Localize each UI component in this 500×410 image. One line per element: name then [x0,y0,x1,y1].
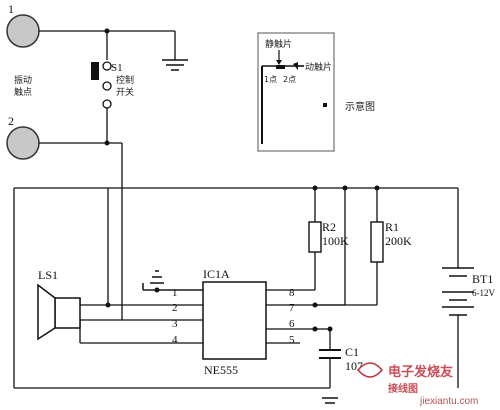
c1-ref: C1 [345,345,359,359]
ic-pin-4: 4 [172,334,178,346]
watermark-text2: 接线图 [388,382,418,395]
inset-point1-label: 1点 [264,75,277,84]
contact-text-line2: 触点 [14,86,32,98]
inset-point2-label: 2点 [283,75,296,84]
ic-pin-5: 5 [289,334,295,346]
inset-moving-label: 动触片 [305,61,332,73]
resistor-r2 [308,221,322,253]
inset-static-label: 静触片 [265,38,292,50]
battery-icon [442,267,474,316]
inset-schematic [257,32,335,152]
contact-pad-2 [6,126,40,160]
junction-dots [104,28,380,332]
contact-text-line1: 振动 [14,74,32,86]
contact-pad-1 [6,14,40,48]
switch-text-line1: 控制 [116,74,134,86]
resistor-r1 [370,221,384,263]
capacitor-icon [319,349,341,359]
pad-1-label: 1 [8,2,14,16]
r1-value: 200K [385,234,412,248]
watermark-url: jiexiantu.com [419,396,478,407]
ic-pin-8: 8 [289,287,295,299]
bt1-value: 6-12V [472,288,495,298]
bt1-ref: BT1 [472,272,493,286]
ic-part: NE555 [204,363,238,377]
ic-pin-1: 1 [172,287,178,299]
r1-ref: R1 [385,220,399,234]
ic-pin-3: 3 [172,318,178,330]
speaker-ref: LS1 [38,268,58,282]
ground-icon-cap [322,397,338,404]
ground-icon [162,59,188,71]
c1-value: 107 [345,359,363,373]
watermark-logo [357,362,383,378]
ic-ref: IC1A [203,267,230,281]
speaker-icon [37,283,81,341]
ic-pin-2: 2 [172,302,178,314]
ic-pin-6: 6 [289,318,295,330]
inset-caption: 示意图 [345,100,375,113]
r2-value: 100K [322,234,349,248]
switch-icon [91,61,112,109]
wires [13,30,459,389]
ic-pin-7: 7 [289,302,295,314]
watermark-text: 电子发烧友 [388,364,453,380]
ground-icon-ic [142,270,164,290]
pad-2-label: 2 [8,114,14,128]
switch-ref: S1 [111,62,123,74]
r2-ref: R2 [322,220,336,234]
ic-body [202,281,267,360]
switch-text-line2: 开关 [116,86,134,98]
